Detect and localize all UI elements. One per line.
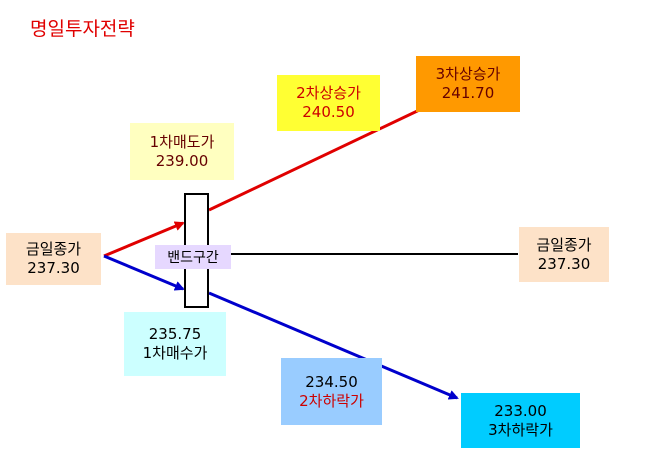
rise2-box: 2차상승가 240.50 xyxy=(277,75,380,131)
sell1-value: 239.00 xyxy=(155,151,209,170)
today-close-right-label: 금일종가 xyxy=(536,235,592,254)
fall2-value: 234.50 xyxy=(305,372,358,391)
buy1-value: 235.75 xyxy=(148,325,202,343)
today-close-right-box: 금일종가 237.30 xyxy=(519,227,609,282)
buy1-label: 1차매수가 xyxy=(142,344,208,362)
rise2-label: 2차상승가 xyxy=(296,84,361,102)
up-arrow-to-band xyxy=(103,221,185,258)
rise3-label: 3차상승가 xyxy=(435,65,501,83)
rise3-value: 241.70 xyxy=(441,84,495,102)
up-arrow-to-rise3 xyxy=(208,102,434,212)
today-close-left-label: 금일종가 xyxy=(25,240,82,258)
rise3-box: 3차상승가 241.70 xyxy=(416,56,520,112)
today-close-left-value: 237.30 xyxy=(27,259,80,277)
fall3-value: 233.00 xyxy=(494,401,547,420)
down-arrow-to-fall3 xyxy=(208,291,459,400)
today-close-right-value: 237.30 xyxy=(537,254,591,273)
fall2-label: 2차하락가 xyxy=(299,391,364,410)
today-close-left-box: 금일종가 237.30 xyxy=(6,233,101,285)
page-title: 명일투자전략 xyxy=(30,18,135,40)
rise2-value: 240.50 xyxy=(302,103,355,121)
fall2-box: 234.50 2차하락가 xyxy=(281,358,382,425)
band-range-label: 밴드구간 xyxy=(155,245,231,269)
down-arrow-to-band xyxy=(103,254,185,291)
sell1-label: 1차매도가 xyxy=(149,132,215,151)
buy1-box: 235.75 1차매수가 xyxy=(124,312,226,376)
fall3-label: 3차하락가 xyxy=(488,420,553,439)
sell1-box: 1차매도가 239.00 xyxy=(130,123,234,180)
fall3-box: 233.00 3차하락가 xyxy=(461,393,580,448)
